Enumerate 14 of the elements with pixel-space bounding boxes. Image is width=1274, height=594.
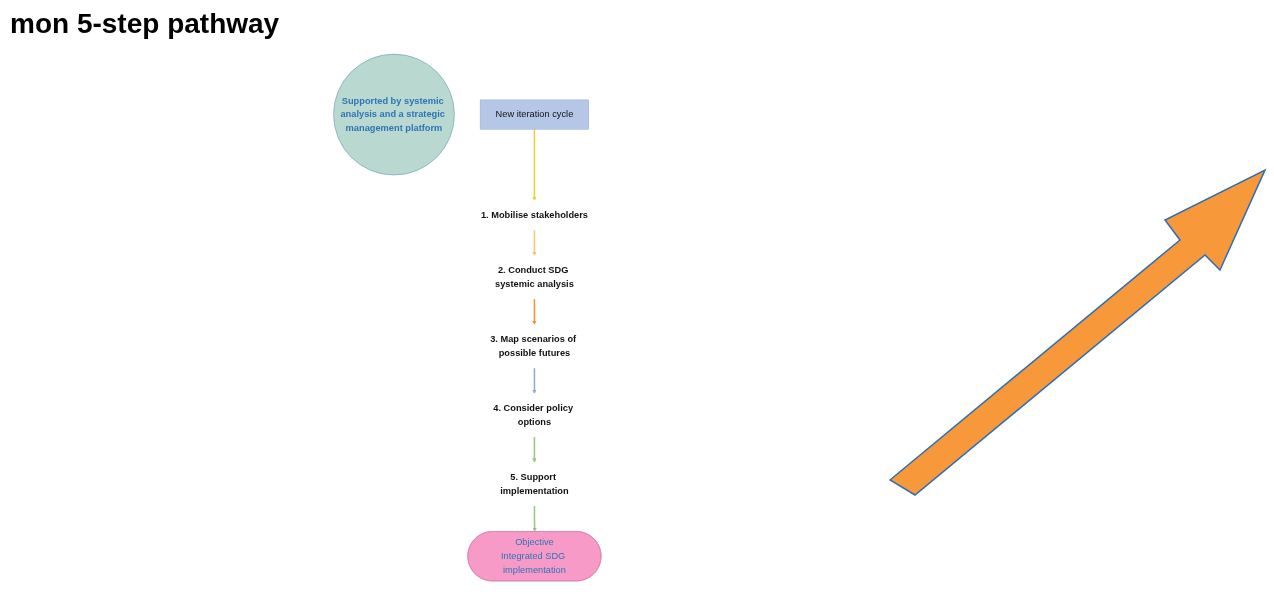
title: mon 5-step pathway xyxy=(10,8,280,40)
node-text: 5. Support implementation xyxy=(500,471,569,496)
arrow xyxy=(532,367,537,394)
node-text: 1. Mobilise stakeholders xyxy=(480,209,588,221)
node-text: 3. Map scenarios of possible futures xyxy=(490,333,577,359)
node-text: 2. Conduct SDG systemic analysis xyxy=(495,265,574,290)
node-circle: Supported by systemic analysis and a strategic management platform xyxy=(333,53,455,176)
arrow xyxy=(532,229,537,256)
arrow xyxy=(532,128,537,201)
node-text: 4. Consider policy options xyxy=(493,402,574,428)
arrow xyxy=(532,505,537,532)
arrow xyxy=(532,436,537,463)
arrow xyxy=(532,298,537,325)
node-box: New iteration cycle xyxy=(479,99,589,130)
